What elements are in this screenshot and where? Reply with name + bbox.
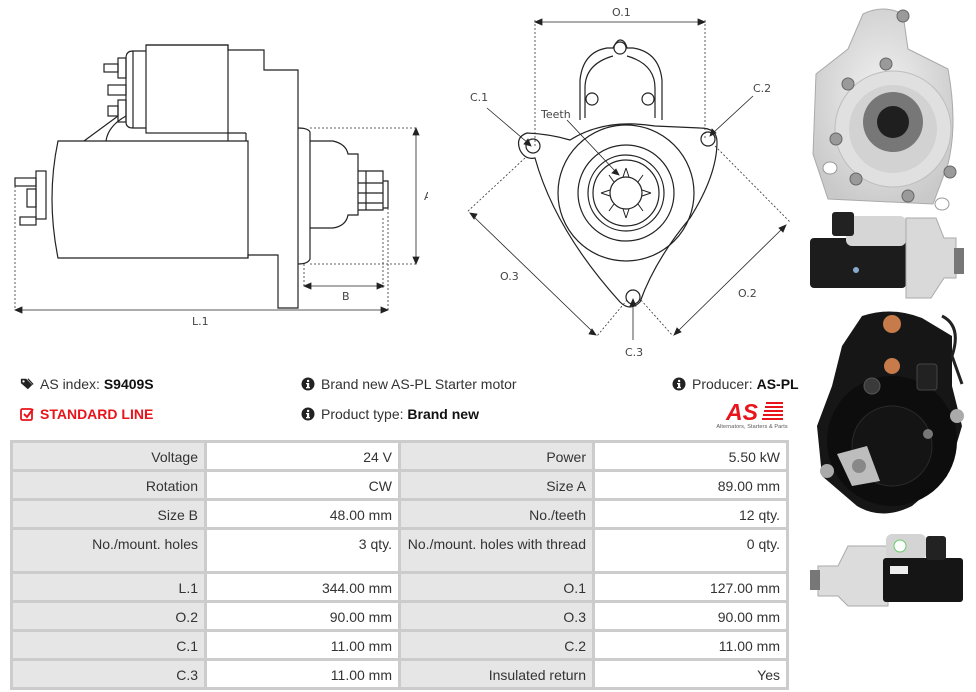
spec-label: Size B xyxy=(10,498,207,530)
spec-value: 11.00 mm xyxy=(204,658,401,690)
product-photo-rear[interactable] xyxy=(812,306,972,524)
spec-value: 90.00 mm xyxy=(204,600,401,632)
as-logo-mark: AS xyxy=(725,399,783,425)
standard-line-text: STANDARD LINE xyxy=(40,406,154,422)
spec-value: 24 V xyxy=(204,440,401,472)
product-photo-side-1[interactable] xyxy=(806,208,970,304)
spec-label: L.1 xyxy=(10,571,207,603)
spec-value: 127.00 mm xyxy=(592,571,789,603)
spec-label: No./mount. holes with thread xyxy=(398,527,595,574)
spec-label: Rotation xyxy=(10,469,207,501)
product-type-label: Product type: xyxy=(321,406,404,422)
spec-label: Insulated return xyxy=(398,658,595,690)
side-view-drawing: A B L.1 xyxy=(13,44,428,328)
dimension-label-b: B xyxy=(342,290,350,303)
info-circle-icon xyxy=(672,377,686,391)
product-description: Brand new AS-PL Starter motor xyxy=(301,376,517,392)
dimension-label-a: A xyxy=(424,190,428,203)
spec-value: 11.00 mm xyxy=(204,629,401,661)
spec-value: 5.50 kW xyxy=(592,440,789,472)
dimension-label-c1: C.1 xyxy=(470,91,488,104)
spec-value: 48.00 mm xyxy=(204,498,401,530)
spec-label: Size A xyxy=(398,469,595,501)
spec-label: O.3 xyxy=(398,600,595,632)
spec-label: No./teeth xyxy=(398,498,595,530)
spec-value: Yes xyxy=(592,658,789,690)
table-row: O.2 90.00 mm O.3 90.00 mm xyxy=(10,600,789,632)
info-circle-icon xyxy=(301,407,315,421)
spec-value: 12 qty. xyxy=(592,498,789,530)
spec-value: 90.00 mm xyxy=(592,600,789,632)
spec-label: C.1 xyxy=(10,629,207,661)
spec-value: CW xyxy=(204,469,401,501)
spec-value: 0 qty. xyxy=(592,527,789,574)
spec-label: No./mount. holes xyxy=(10,527,207,574)
product-photo-side-2[interactable] xyxy=(808,526,968,618)
check-square-icon xyxy=(20,408,34,421)
table-row: Rotation CW Size A 89.00 mm xyxy=(10,469,789,501)
svg-text:AS: AS xyxy=(725,399,759,424)
spec-label: Voltage xyxy=(10,440,207,472)
front-view-drawing: O.1 C.1 C.2 Teeth O.3 O.2 C.3 xyxy=(466,6,791,359)
producer-label: Producer: xyxy=(692,376,753,392)
producer: Producer: AS-PL xyxy=(672,376,799,392)
product-type-value: Brand new xyxy=(407,406,479,422)
as-index-label: AS index: xyxy=(40,376,100,392)
spec-value: 11.00 mm xyxy=(592,629,789,661)
spec-value: 89.00 mm xyxy=(592,469,789,501)
dimension-label-c2: C.2 xyxy=(753,82,771,95)
product-type: Product type: Brand new xyxy=(301,406,479,422)
spec-label: C.3 xyxy=(10,658,207,690)
dimension-label-o1: O.1 xyxy=(612,6,631,19)
spec-value: 3 qty. xyxy=(204,527,401,574)
table-row: C.1 11.00 mm C.2 11.00 mm xyxy=(10,629,789,661)
table-row: C.3 11.00 mm Insulated return Yes xyxy=(10,658,789,690)
table-row: Voltage 24 V Power 5.50 kW xyxy=(10,440,789,472)
product-photo-front[interactable] xyxy=(808,4,958,214)
standard-line-badge: STANDARD LINE xyxy=(20,406,153,422)
description-text: Brand new AS-PL Starter motor xyxy=(321,376,517,392)
spec-table: Voltage 24 V Power 5.50 kW Rotation CW S… xyxy=(10,440,789,690)
spec-label: Power xyxy=(398,440,595,472)
spec-label: C.2 xyxy=(398,629,595,661)
dimension-label-c3: C.3 xyxy=(625,346,643,359)
table-row: L.1 344.00 mm O.1 127.00 mm xyxy=(10,571,789,603)
table-row: Size B 48.00 mm No./teeth 12 qty. xyxy=(10,498,789,530)
dimension-label-o2: O.2 xyxy=(738,287,757,300)
spec-label: O.2 xyxy=(10,600,207,632)
as-index: AS index: S9409S xyxy=(20,376,154,392)
spec-label: O.1 xyxy=(398,571,595,603)
dimension-label-o3: O.3 xyxy=(500,270,519,283)
table-row: No./mount. holes 3 qty. No./mount. holes… xyxy=(10,527,789,574)
spec-value: 344.00 mm xyxy=(204,571,401,603)
producer-value: AS-PL xyxy=(756,376,799,392)
as-index-value: S9409S xyxy=(103,376,154,392)
info-circle-icon xyxy=(301,377,315,391)
dimension-label-l1: L.1 xyxy=(192,315,209,328)
logo-tagline: Alternators, Starters & Parts xyxy=(716,424,788,430)
as-pl-logo[interactable]: AS Alternators, Starters & Parts xyxy=(712,399,792,433)
teeth-label: Teeth xyxy=(540,108,571,121)
tags-icon xyxy=(20,378,34,390)
